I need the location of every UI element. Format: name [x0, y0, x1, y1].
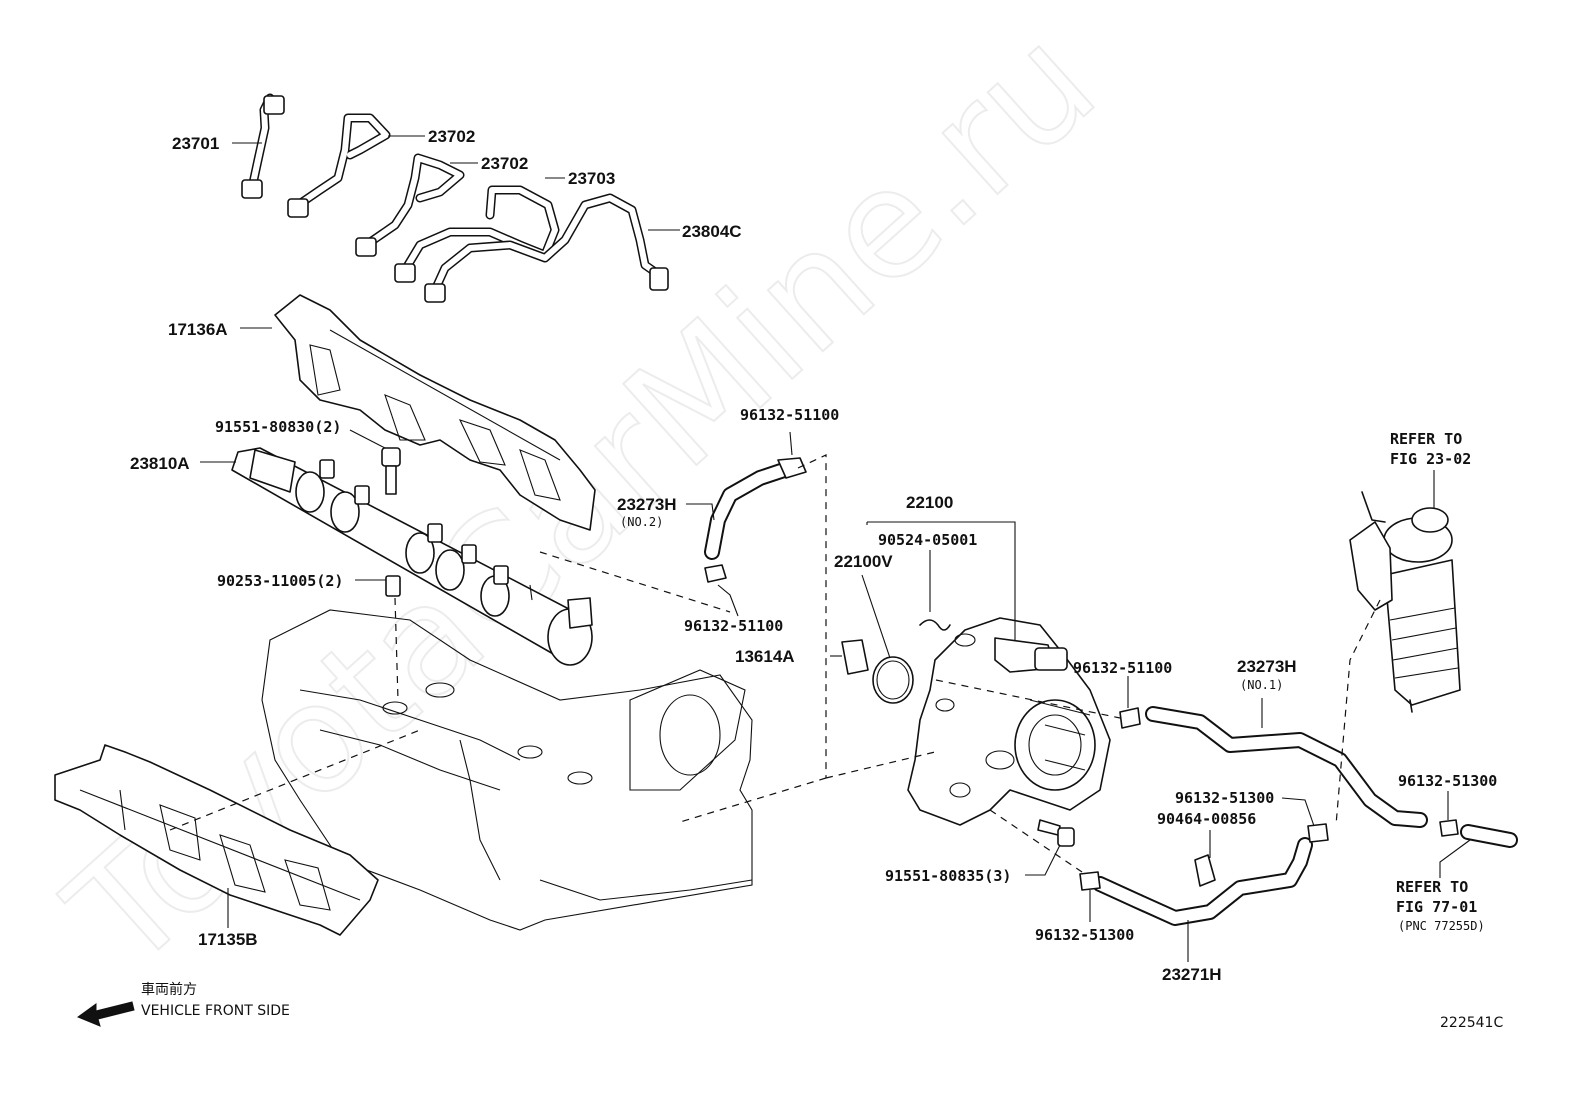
label-22100v: 22100V	[834, 552, 893, 571]
clip-96132-51300-b	[1079, 871, 1101, 891]
refer-fig-23-02-line1: REFER TO	[1390, 430, 1462, 448]
injection-pipe-23702-a	[287, 113, 391, 218]
label-96132-51100-right: 96132-51100	[1073, 659, 1172, 677]
label-23702-b: 23702	[481, 154, 528, 173]
cover-17136a	[274, 294, 596, 531]
refer-fig-77-01-line1: REFER TO	[1396, 878, 1468, 896]
label-23810a: 23810A	[130, 454, 190, 473]
hose-23273h-no2	[704, 460, 798, 560]
snap-ring-90524-05001	[919, 619, 951, 631]
clip-96132-51100-mid	[704, 564, 727, 583]
figure-code: 222541C	[1440, 1015, 1503, 1031]
clamp-90464-00856	[1194, 854, 1216, 887]
label-23703: 23703	[568, 169, 615, 188]
hose-23271h	[1092, 837, 1313, 926]
label-17135b: 17135B	[198, 930, 258, 949]
label-96132-51300-a: 96132-51300	[1175, 789, 1274, 807]
clip-96132-51100-top	[777, 457, 807, 479]
cover-17135b	[54, 744, 379, 936]
label-22100: 22100	[906, 493, 953, 512]
clip-96132-51300-right	[1439, 819, 1459, 837]
label-96132-51300-right: 96132-51300	[1398, 772, 1497, 790]
engine-block-outline	[261, 609, 753, 931]
refer-fig-77-01-line2: FIG 77-01	[1396, 898, 1477, 916]
leader-lines	[200, 135, 1471, 962]
label-17136a: 17136A	[168, 320, 228, 339]
label-91551-80835: 91551-80835(3)	[885, 867, 1011, 885]
bolt-91551-80835	[1037, 819, 1075, 847]
label-96132-51100-top: 96132-51100	[740, 406, 839, 424]
label-90253-11005: 90253-11005(2)	[217, 572, 343, 590]
injection-pipe-23804c	[424, 193, 669, 303]
fuel-filter	[1349, 491, 1461, 713]
label-23273h-no1: 23273H	[1237, 657, 1297, 676]
label-96132-51300-b: 96132-51300	[1035, 926, 1134, 944]
clip-96132-51300-a	[1307, 823, 1329, 843]
assembly-dashed-lines	[169, 454, 1381, 875]
refer-fig-23-02-line2: FIG 23-02	[1390, 450, 1471, 468]
label-23271h: 23271H	[1162, 965, 1222, 984]
label-23273h-no2-sub: (NO.2)	[620, 515, 663, 529]
label-13614a: 13614A	[735, 647, 795, 666]
label-23702-a: 23702	[428, 127, 475, 146]
injection-pipe-23701	[241, 93, 285, 199]
o-ring-22100v	[872, 656, 914, 704]
coupling-13614a	[841, 639, 869, 675]
bolt-91551-80830	[381, 447, 401, 495]
pipe-to-fig-77-01	[1460, 824, 1518, 848]
label-90524-05001: 90524-05001	[878, 531, 977, 549]
label-96132-51100-mid: 96132-51100	[684, 617, 783, 635]
label-90464-00856: 90464-00856	[1157, 810, 1256, 828]
supply-pump-22100	[907, 617, 1111, 826]
common-rail-23810a	[231, 447, 593, 666]
vehicle-front-en: VEHICLE FRONT SIDE	[141, 1003, 290, 1019]
collar-90253-11005	[385, 575, 401, 597]
injection-pipe-23702-b	[355, 153, 465, 257]
hose-23273h-no1	[1145, 706, 1428, 828]
label-23804c: 23804C	[682, 222, 742, 241]
refer-fig-77-01-line3: (PNC 77255D)	[1398, 919, 1485, 933]
label-23273h-no2: 23273H	[617, 495, 677, 514]
label-23701: 23701	[172, 134, 219, 153]
label-23273h-no1-sub: (NO.1)	[1240, 678, 1283, 692]
clip-96132-51100-right	[1119, 707, 1141, 729]
label-91551-80830: 91551-80830(2)	[215, 418, 341, 436]
vehicle-front-arrow-icon	[76, 1001, 135, 1027]
injection-pipe-23703	[394, 185, 560, 283]
vehicle-front-jp: 車両前方	[141, 981, 197, 998]
